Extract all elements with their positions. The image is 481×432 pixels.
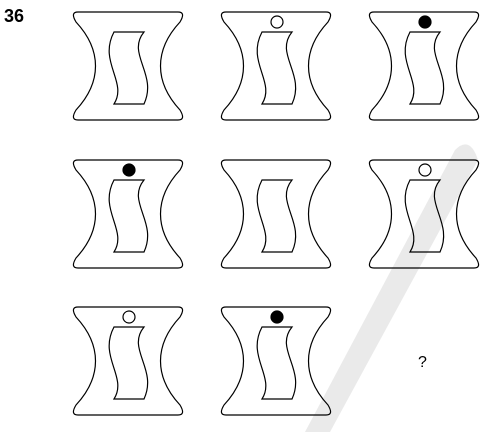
tile-r1-c2 bbox=[220, 11, 332, 121]
tile-r2-c2 bbox=[220, 159, 332, 269]
open-dot-icon bbox=[122, 310, 136, 324]
tile-outline bbox=[72, 159, 184, 269]
filled-dot-icon bbox=[270, 310, 284, 324]
tile-inner-window bbox=[108, 326, 149, 400]
tile-outline bbox=[368, 11, 480, 121]
tile-r2-c3 bbox=[368, 159, 480, 269]
tile-inner-window bbox=[256, 31, 297, 105]
tile-outline bbox=[72, 306, 184, 416]
tile-r3-c2 bbox=[220, 306, 332, 416]
tile-inner-window bbox=[108, 31, 149, 105]
tile-inner-window bbox=[256, 179, 297, 253]
filled-dot-icon bbox=[122, 163, 136, 177]
tile-outline bbox=[220, 306, 332, 416]
open-dot-icon bbox=[418, 163, 432, 177]
tile-outline bbox=[72, 11, 184, 121]
tile-inner-window bbox=[108, 179, 149, 253]
tile-outline bbox=[368, 159, 480, 269]
tile-inner-window bbox=[404, 31, 445, 105]
answer-placeholder[interactable]: ? bbox=[418, 354, 427, 371]
filled-dot-icon bbox=[418, 15, 432, 29]
cells-layer bbox=[72, 11, 480, 416]
tile-outline bbox=[220, 11, 332, 121]
tile-inner-window bbox=[404, 179, 445, 253]
open-dot-icon bbox=[270, 15, 284, 29]
question-number: 36 bbox=[4, 6, 25, 26]
tile-r3-c1 bbox=[72, 306, 184, 416]
tile-r1-c3 bbox=[368, 11, 480, 121]
tile-inner-window bbox=[256, 326, 297, 400]
tile-r1-c1 bbox=[72, 11, 184, 121]
tile-r2-c1 bbox=[72, 159, 184, 269]
tile-outline bbox=[220, 159, 332, 269]
watermark-stroke bbox=[305, 144, 478, 432]
